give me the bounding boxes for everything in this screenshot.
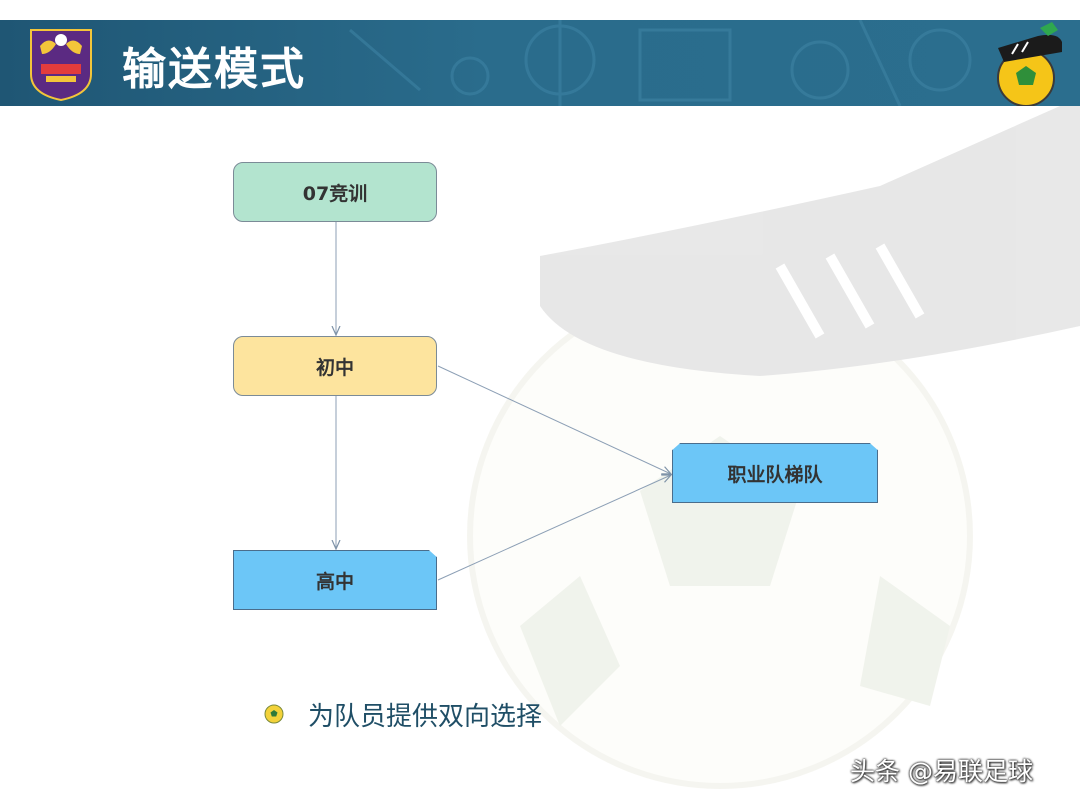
top-strip xyxy=(0,0,1080,20)
node-gaozhong: 高中 xyxy=(233,550,437,610)
club-crest-icon xyxy=(30,29,92,102)
bullet-item: 为队员提供双向选择 xyxy=(264,694,542,734)
edge-chuzhong-to-zhiye xyxy=(437,365,671,474)
watermark: 头条 @易联足球 xyxy=(850,757,1033,786)
bullet-text: 为队员提供双向选择 xyxy=(308,701,543,732)
football-boot-ball-icon xyxy=(997,22,1062,106)
node-07-jingxun: 07竞训 xyxy=(233,162,437,222)
background-boot-ball-art xyxy=(467,106,1080,789)
soccer-ball-bullet-icon xyxy=(264,704,284,724)
node-chuzhong: 初中 xyxy=(233,336,437,396)
page-title: 输送模式 xyxy=(122,44,306,95)
node-zhiye-tidui: 职业队梯队 xyxy=(672,443,878,503)
edge-gaozhong-to-zhiye xyxy=(437,475,671,581)
header-bar: 输送模式 xyxy=(0,20,1080,106)
header-pitch-pattern xyxy=(349,20,972,106)
